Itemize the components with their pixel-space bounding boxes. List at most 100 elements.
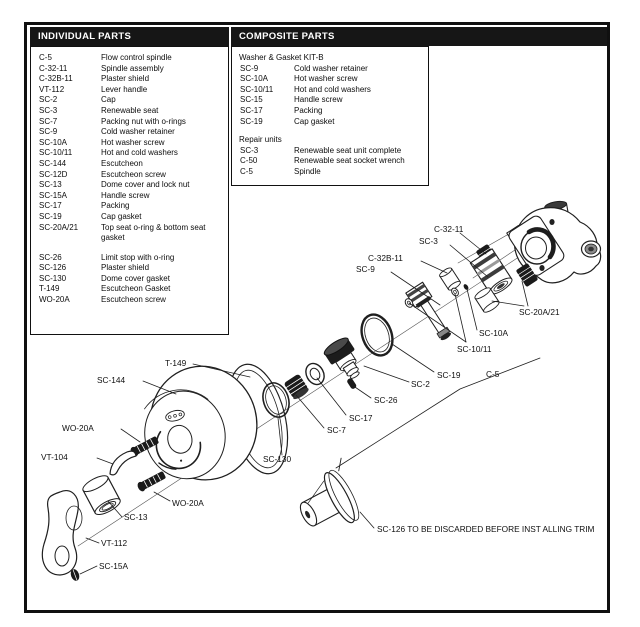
leader-line [521,280,529,307]
table-row: SC-2 Cap [31,95,228,106]
leader-line [107,500,123,518]
individual-parts-title: INDIVIDUAL PARTS [38,31,132,42]
table-row: C-32B-11 Plaster shield [31,74,228,85]
leader-line [79,565,98,575]
table-row: SC-17 Packing [31,201,228,212]
part-desc: Cold washer retainer [294,63,368,73]
part-desc: Dome cover and lock nut [101,180,190,190]
table-row: SC-26 Limit stop with o-ring [31,253,228,264]
diagram-label-wo20a-bottom: WO-20A [172,498,204,508]
table-row: SC-19 Cap gasket [31,212,228,223]
part-code: SC-130 [39,273,67,283]
composite-parts-title: COMPOSITE PARTS [239,31,335,42]
table-row: SC-17 Packing [232,106,428,117]
part-desc: Packing nut with o-rings [101,116,186,126]
part-code: SC-2 [39,95,58,105]
kit-rows: SC-9 Cold washer retainer SC-10A Hot was… [232,64,428,128]
part-code: C-5 [39,53,52,62]
leader-line [390,271,441,306]
leader-line [363,365,410,383]
kit-group-title: Washer & Gasket KIT-B [239,53,324,62]
table-row: SC-3 Renewable seat unit complete [232,146,428,157]
diagram-label-t149: T-149 [165,358,187,368]
part-desc: Plaster shield [101,263,150,273]
diagram-label-sc2: SC-2 [411,379,430,389]
leader-line [491,300,525,307]
seat-threaded-unit [516,263,538,287]
table-row: SC-126 Plaster shield [31,263,228,274]
leader-line [96,457,114,465]
leader-line [295,394,325,429]
part-code: SC-19 [240,116,263,126]
diagram-labels: C-32-11SC-3C-32B-11SC-9SC-20A/21SC-10ASC… [41,224,595,571]
part-desc: Packing [294,105,323,115]
table-row: SC-9 Cold washer retainer [232,64,428,75]
hot-washer [451,287,459,297]
part-code: SC-20A/21 [39,222,79,232]
part-code: SC-15A [39,190,68,200]
diagram-label-wo20a-top: WO-20A [62,423,94,433]
packing-nut [284,374,309,400]
leader-lines [79,232,541,575]
table-row: C-5 Spindle [232,167,428,178]
escutcheon-screw-top [130,436,159,457]
diagram-label-sc144: SC-144 [97,375,126,385]
part-desc: Handle screw [294,95,343,105]
leader-line [466,288,478,331]
cold-washer-retainer-spindle [405,281,451,341]
composite-parts-table: Washer & Gasket KIT-B SC-9 Cold washer r… [231,46,429,186]
composite-parts-header: COMPOSITE PARTS [231,27,607,46]
dome-cover-gasket [262,382,290,418]
repair-group-title: Repair units [239,135,282,145]
plaster-shield [299,457,360,527]
table-row: VT-112 Lever handle [31,85,228,96]
table-row: SC-144 Escutcheon [31,159,228,170]
part-desc: Flow control spindle [101,53,172,62]
part-code: SC-10/11 [240,84,274,94]
diagram-label-sc130: SC-130 [263,454,292,464]
part-desc: Top seat o-ring & bottom seat gasket [101,222,206,243]
part-code: SC-9 [240,63,259,73]
part-desc: Cap gasket [294,116,335,126]
part-code: C-50 [240,156,258,166]
table-row: SC-15 Handle screw [232,95,428,106]
individual-parts-header: INDIVIDUAL PARTS [30,27,229,46]
lever-handle [41,490,83,576]
part-code: SC-7 [39,116,58,126]
part-desc: Packing [101,201,130,211]
part-desc: Cap gasket [101,211,142,221]
diagram-label-sc15a: SC-15A [99,561,129,571]
part-desc: Hot and cold washers [101,148,178,158]
table-row: SC-130 Dome cover gasket [31,274,228,285]
table-row: SC-3 Renewable seat [31,106,228,117]
part-desc: Escutcheon [101,158,143,168]
leader-line [142,380,177,395]
part-code: SC-10A [39,137,68,147]
diagram-label-c32b11: C-32B-11 [368,253,403,263]
part-code: WO-20A [39,295,70,305]
part-desc: Hot washer screw [294,74,358,84]
part-desc: Renewable seat [101,105,159,115]
diagram-label-sc3: SC-3 [419,236,438,246]
part-code: SC-9 [39,127,58,137]
part-desc: Handle screw [101,190,150,200]
part-desc: Escutcheon Gasket [101,284,171,294]
leader-line [153,491,171,502]
leader-line [420,260,448,274]
part-code: SC-12D [39,169,68,179]
part-code: SC-10/11 [39,148,73,158]
limit-stop [347,378,357,389]
diagram-label-c32-11: C-32-11 [434,224,464,234]
flange-bolt [549,219,555,225]
leader-line [85,537,100,544]
part-desc: Escutcheon screw [101,169,166,179]
leader-line [120,428,141,443]
part-code: SC-13 [39,180,62,190]
leader-line [459,232,487,255]
part-desc: Cap [101,95,116,105]
part-code: SC-126 [39,263,67,273]
table-row: C-50 Renewable seat socket wrench [232,156,428,167]
table-row: SC-19 Cap gasket [232,117,428,128]
table-row: SC-10/11 Hot and cold washers [31,148,228,159]
